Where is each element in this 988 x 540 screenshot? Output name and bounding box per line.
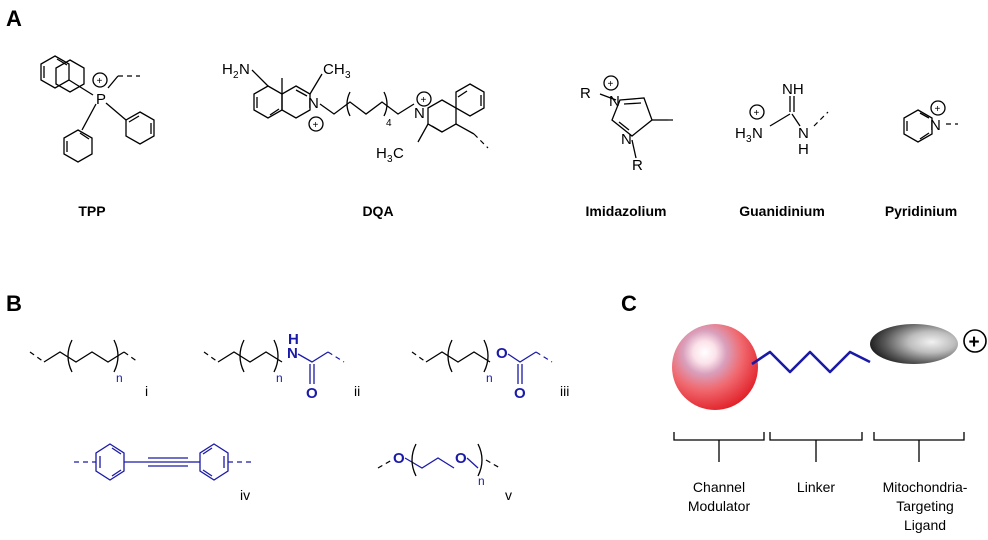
dqa-right-n: N	[414, 105, 425, 122]
dqa-methyl-sub3: 3	[345, 70, 351, 81]
guanidinium-h3n-sub3: 3	[746, 134, 752, 145]
positive-charge-symbol: +	[969, 332, 980, 353]
imidazolium-r-top: R	[580, 85, 591, 102]
linker-i-repeat-n: n	[116, 371, 123, 385]
part-label-ligand-line3: Ligand	[904, 517, 946, 533]
linker-i-alkyl: n i	[29, 339, 148, 399]
linker-v-label: v	[505, 487, 512, 503]
imidazolium-charge-circle	[603, 75, 619, 91]
construct-schematic: + Channel Modulator Linker Mitochondria-…	[672, 324, 987, 533]
compound-name-tpp: TPP	[78, 203, 105, 219]
guanidinium-nh-right-h: H	[798, 141, 809, 158]
panel-label-c: C	[621, 291, 637, 316]
part-label-ligand-line2: Targeting	[896, 498, 954, 514]
dqa-structure: H 2 N CH 3 N + 4 N + H 3 C	[222, 61, 489, 165]
linker-ii-label: ii	[354, 383, 360, 399]
guanidinium-h3n-h: H	[735, 125, 746, 142]
dqa-left-benzo-ring	[253, 85, 283, 119]
guanidinium-charge: +	[754, 108, 760, 119]
linker-v-repeat-n: n	[478, 474, 485, 488]
tpp-charge: +	[97, 76, 103, 87]
imidazolium-r-bottom: R	[632, 157, 643, 174]
dqa-amine-n: N	[239, 61, 250, 78]
panel-label-a: A	[6, 6, 22, 31]
dqa-repeat-count: 4	[386, 118, 392, 129]
tpp-structure: P +	[40, 55, 155, 163]
linker-iii-o-ether: O	[496, 345, 508, 362]
dqa-bracket-right	[383, 91, 388, 117]
guanidinium-nh: NH	[782, 81, 804, 98]
tpp-phenyl-top-left	[40, 55, 70, 89]
linker-ii-n: N	[287, 345, 298, 362]
dqa-right-charge: +	[421, 95, 427, 106]
bracket-channel-modulator	[673, 432, 765, 441]
compound-name-pyridinium: Pyridinium	[885, 203, 957, 219]
pyridinium-structure: N +	[903, 100, 958, 143]
positive-charge-circle	[963, 329, 987, 353]
imidazolium-charge: +	[608, 79, 614, 90]
dqa-right-pyridinium-ring	[427, 99, 457, 133]
pyridinium-charge: +	[935, 104, 941, 115]
tpp-phosphorus: P	[96, 91, 106, 108]
linker-iii-ester: n O O iii	[411, 339, 569, 402]
pyridinium-ring	[903, 109, 933, 143]
compound-name-dqa: DQA	[362, 203, 393, 219]
imidazolium-ring	[611, 97, 653, 137]
bracket-ligand	[873, 432, 965, 441]
imidazolium-n-bottom: N	[621, 131, 632, 148]
linker-v-o-right: O	[455, 450, 467, 467]
linker-ii-amide: n H N O ii	[203, 331, 360, 402]
dqa-left-pyridinium-ring	[281, 85, 311, 119]
linker-iv-label: iv	[240, 487, 250, 503]
guanidinium-structure: NH + H 3 N N H	[735, 81, 829, 158]
guanidinium-h3n-n: N	[752, 125, 763, 142]
dqa-bracket-left	[346, 91, 351, 117]
channel-modulator-sphere	[672, 324, 758, 410]
dqa-h3c-sub3: 3	[387, 154, 393, 165]
linker-i-label: i	[145, 383, 148, 399]
imidazolium-n-top: N	[609, 93, 620, 110]
dqa-right-charge-circle	[416, 91, 432, 107]
dqa-amine-h: H	[222, 61, 233, 78]
dqa-methyl-ch: CH	[323, 61, 345, 78]
linker-ii-h: H	[288, 331, 299, 348]
imidazolium-structure: R N + N R	[580, 75, 676, 174]
tpp-charge-circle	[92, 72, 108, 88]
dqa-left-charge-circle	[308, 116, 324, 132]
targeting-ligand-ellipse	[870, 324, 958, 364]
dqa-left-charge: +	[313, 120, 319, 131]
dqa-amine-sub2: 2	[233, 70, 239, 81]
bracket-linker	[769, 432, 863, 441]
linker-v-o-left: O	[393, 450, 405, 467]
dqa-left-n: N	[308, 95, 319, 112]
pyridinium-n: N	[930, 117, 941, 134]
linker-v-peg: O O n v	[377, 443, 512, 503]
pyridinium-charge-circle	[930, 100, 946, 116]
linker-iii-o-carbonyl: O	[514, 385, 526, 402]
dqa-h3c-h: H	[376, 145, 387, 162]
dqa-alkyl-chain	[319, 101, 415, 115]
dqa-right-benzo-ring	[455, 83, 485, 117]
tpp-phenyl-right	[125, 111, 155, 145]
linker-ii-repeat-n: n	[276, 371, 283, 385]
guanidinium-nh-right-n: N	[798, 125, 809, 142]
linker-ii-o: O	[306, 385, 318, 402]
tpp-phenyl-bottom-left	[63, 129, 93, 163]
compound-name-guanidinium: Guanidinium	[739, 203, 825, 219]
dqa-h3c-c: C	[393, 145, 404, 162]
part-label-channel-modulator-line2: Modulator	[688, 498, 751, 514]
linker-iii-repeat-n: n	[486, 371, 493, 385]
compound-name-imidazolium: Imidazolium	[586, 203, 667, 219]
part-label-linker: Linker	[797, 479, 835, 495]
panel-label-b: B	[6, 291, 22, 316]
guanidinium-charge-circle	[749, 104, 765, 120]
linker-iii-label: iii	[560, 383, 569, 399]
linker-chain	[751, 350, 871, 374]
tpp-phenyl-ring-1	[55, 59, 85, 93]
part-label-ligand-line1: Mitochondria-	[883, 479, 968, 495]
linker-iv-diphenylacetylene: iv	[74, 443, 252, 503]
part-label-channel-modulator-line1: Channel	[693, 479, 745, 495]
